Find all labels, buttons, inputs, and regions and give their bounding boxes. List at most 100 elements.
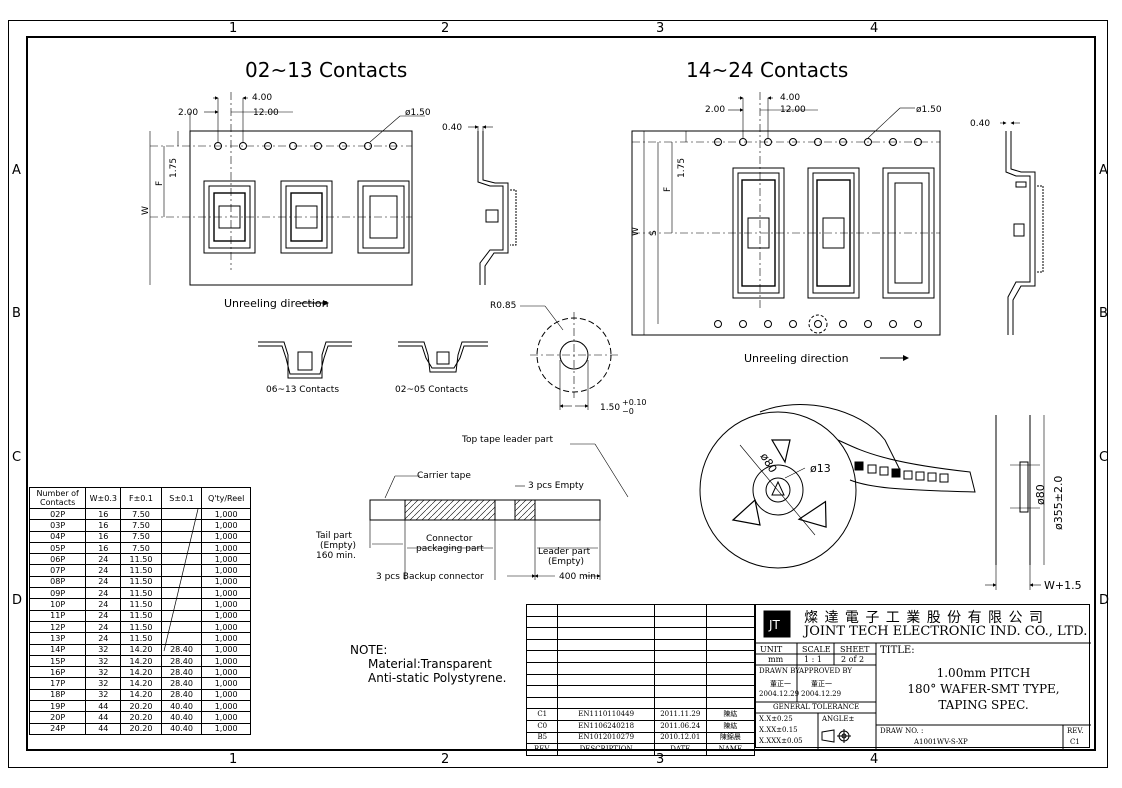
table-cell: 1,000 [201,654,251,668]
table-cell: 1,000 [201,722,251,735]
table-cell: 28.40 [160,677,203,690]
revision-cell [653,615,707,629]
table-cell [160,598,203,611]
company-name-cn: 燦 達 電 子 工 業 股 份 有 限 公 司 [804,610,1044,626]
table-cell: 28.40 [160,666,203,679]
zone-top-4: 4 [870,21,879,36]
dim-4-00-right: 4.00 [780,93,800,103]
table-cell: 24 [85,553,122,566]
table-cell: 1,000 [201,598,251,611]
rev-value: C1 [1070,738,1080,746]
table-cell: 10P [28,598,87,611]
table-cell: 24 [85,609,122,622]
zone-bottom-4: 4 [870,752,879,767]
sprocket-holes-right-bottom [714,314,922,334]
table-cell [160,530,203,543]
table-cell: 1,000 [201,587,251,600]
left-side-profile [468,125,517,285]
revision-cell: 2011.06.24 [653,719,707,733]
rev-label: REV. [1067,727,1084,735]
note-title: NOTE: [350,643,388,657]
table-cell: 08P [28,575,87,589]
revision-cell [705,638,756,652]
revision-cell: NAME [705,743,756,756]
dim-hole-right: ø1.50 [916,105,942,115]
table-cell: 14.20 [120,677,162,690]
table-cell: 40.40 [160,711,203,724]
revision-cell [557,604,655,617]
dim-12-00-left: 12.00 [253,108,279,118]
title-line-3: TAPING SPEC. [938,698,1029,712]
label-tail-3: 160 min. [316,551,356,561]
table-cell: 11.50 [120,620,162,634]
revision-cell [653,650,707,663]
title-block: JT 燦 達 電 子 工 業 股 份 有 限 公 司 JOINT TECH EL… [755,604,1091,749]
revision-cell [525,673,559,687]
label-3pcs-empty: 3 pcs Empty [528,481,584,491]
revision-cell [653,638,707,652]
unit-label: UNIT [760,645,783,654]
reel-outer-dia: ø355±2.0 [1052,476,1065,530]
revision-cell: EN1110110449 [557,708,655,721]
table-cell: 24 [85,575,122,589]
table-cell: 17P [28,677,87,690]
table-cell: 13P [28,632,87,645]
table-cell: 32 [85,643,122,656]
table-cell [160,587,203,600]
right-pocket-3 [882,167,935,299]
unreel-direction-left: Unreeling direction [224,297,329,310]
revision-blank-row [525,696,756,710]
label-top-leader: Top tape leader part [461,435,553,445]
table-cell: 16 [85,530,122,543]
table-cell: 24 [85,587,122,600]
revision-cell: EN1106240218 [557,719,655,733]
title-line-1: 1.00mm PITCH [936,666,1031,680]
table-cell: 24 [85,632,122,645]
revision-cell [557,650,655,663]
revision-cell [525,604,559,617]
revision-cell [653,696,707,710]
table-cell: 32 [85,677,122,690]
dim-w-right: W [631,227,641,236]
revision-cell [705,627,756,640]
revision-cell [557,615,655,629]
label-tail-2: (Empty) [320,541,356,551]
label-tail-1: Tail part [315,531,352,541]
table-cell: 19P [28,700,87,713]
revision-cell [653,661,707,675]
left-pocket-2 [280,180,333,254]
spec-table-header: Number of Contacts W±0.3 F±0.1 S±0.1 Q't… [28,487,251,509]
table-cell: 28.40 [160,643,203,656]
revision-cell [525,638,559,652]
table-cell: 18P [28,688,87,702]
tolerance-2: X.XX±0.15 [759,726,798,734]
right-pocket-2 [807,167,860,299]
table-cell: 28.40 [160,654,203,668]
zone-right-a: A [1099,163,1108,178]
approved-by-name: 董正一 [811,680,832,688]
table-cell: 1,000 [201,711,251,724]
revision-cell [653,604,707,617]
scale-label: SCALE [802,645,831,654]
reel-tape-pockets [854,461,949,483]
dim-radius: R0.85 [490,301,516,311]
table-cell: 7.50 [120,530,162,543]
scale-value: 1 : 1 [804,655,822,664]
title-block-grid: JT [756,610,1091,749]
revision-cell: 2010.12.01 [653,731,707,745]
revision-cell [557,638,655,652]
revision-cell [705,615,756,629]
dim-2-00-right: 2.00 [705,105,725,115]
projection-symbol-icon [821,729,851,743]
